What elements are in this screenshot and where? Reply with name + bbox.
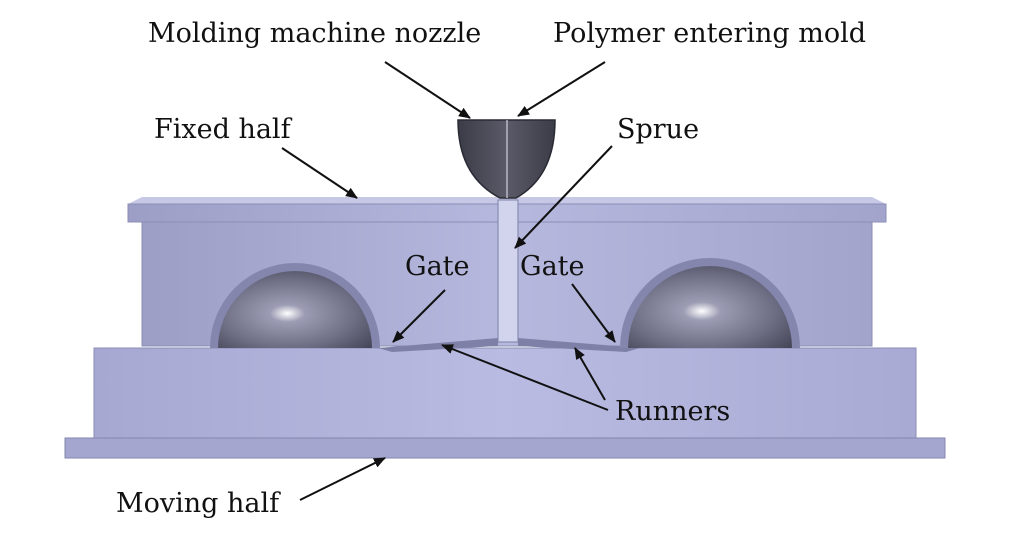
- sprue-channel: [497, 199, 519, 343]
- part-ball-left: [218, 271, 372, 348]
- label-gate-right: Gate: [520, 251, 585, 282]
- arrow-gate-right: [571, 283, 616, 343]
- arrow-runners-left: [441, 344, 609, 411]
- leader-arrows: [281, 61, 616, 501]
- label-polymer: Polymer entering mold: [553, 18, 866, 49]
- label-fixed-half: Fixed half: [154, 114, 293, 145]
- label-sprue: Sprue: [617, 114, 699, 145]
- nozzle: [457, 119, 556, 199]
- arrow-nozzle: [384, 61, 471, 119]
- arrow-runners-right: [574, 347, 606, 401]
- arrow-moving-half: [299, 457, 386, 501]
- arrow-polymer: [517, 61, 606, 117]
- arrow-gate-left: [392, 289, 446, 343]
- moving-half: [64, 347, 946, 459]
- arrow-sprue: [514, 145, 613, 249]
- runner-left: [378, 338, 498, 352]
- moving-half-body: [93, 347, 917, 439]
- label-moving-half: Moving half: [116, 488, 281, 519]
- moving-half-base: [64, 437, 946, 459]
- label-runners: Runners: [615, 396, 730, 427]
- label-nozzle: Molding machine nozzle: [148, 18, 481, 49]
- arrow-fixed-half: [281, 147, 358, 199]
- label-gate-left: Gate: [405, 251, 470, 282]
- runner-right: [518, 338, 640, 352]
- part-ball-right: [628, 266, 792, 348]
